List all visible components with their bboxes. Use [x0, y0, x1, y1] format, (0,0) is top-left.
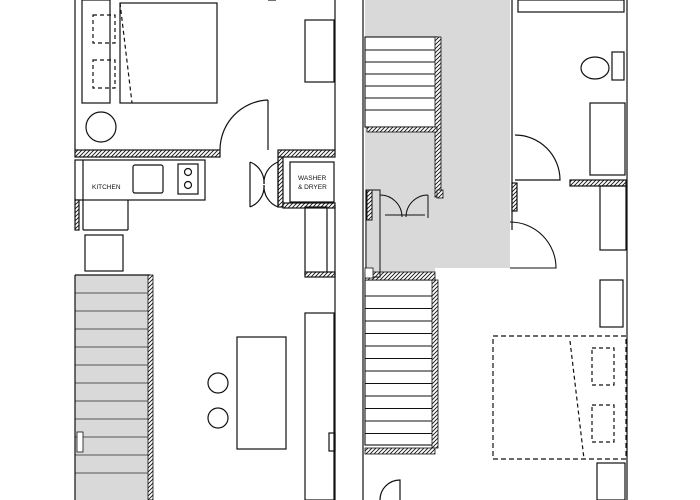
kitchen-left-wall-stub [74, 199, 80, 231]
bath-bottom-wall [569, 179, 627, 187]
lower-right-bed [492, 335, 627, 460]
kitchen-label: KITCHEN [92, 184, 121, 191]
laundry-bottom-wall [282, 202, 336, 209]
nightstand [596, 462, 626, 500]
right-closet-shelf [599, 185, 627, 251]
washer-dryer-box [289, 161, 335, 203]
bathtub [517, 0, 625, 13]
washer-label-line2: & DRYER [298, 184, 327, 191]
laundry-double-door [249, 161, 279, 208]
bath-left-wall-hatch [511, 182, 518, 212]
laundry-top-wall [277, 149, 336, 158]
round-side-table [85, 111, 117, 143]
kitchen-top-wall [74, 149, 221, 158]
left-staircase [74, 274, 154, 500]
right-stair-hall [362, 0, 557, 500]
lower-door [379, 479, 401, 500]
bedroom-door [219, 99, 269, 151]
hall-wall-segment [304, 271, 336, 278]
bedroom-dresser [304, 19, 335, 83]
shelf-unit [304, 206, 328, 276]
upper-left-bed [81, 0, 218, 104]
right-wall-cabinet [599, 279, 624, 328]
dining-table [236, 336, 287, 450]
bath-vanity [589, 102, 626, 176]
bath-door [514, 134, 561, 181]
cooktop [177, 163, 199, 195]
kitchen-sink [132, 164, 164, 194]
washer-label-line1: WASHER [298, 175, 327, 182]
toilet [580, 51, 625, 81]
wall-post [328, 432, 336, 452]
refrigerator [84, 234, 124, 272]
laundry-left-wall [277, 156, 284, 208]
bar-stool-1 [207, 372, 229, 394]
bar-stool-2 [207, 407, 229, 429]
kitchen-counter [74, 159, 206, 231]
tv-console [304, 312, 335, 500]
